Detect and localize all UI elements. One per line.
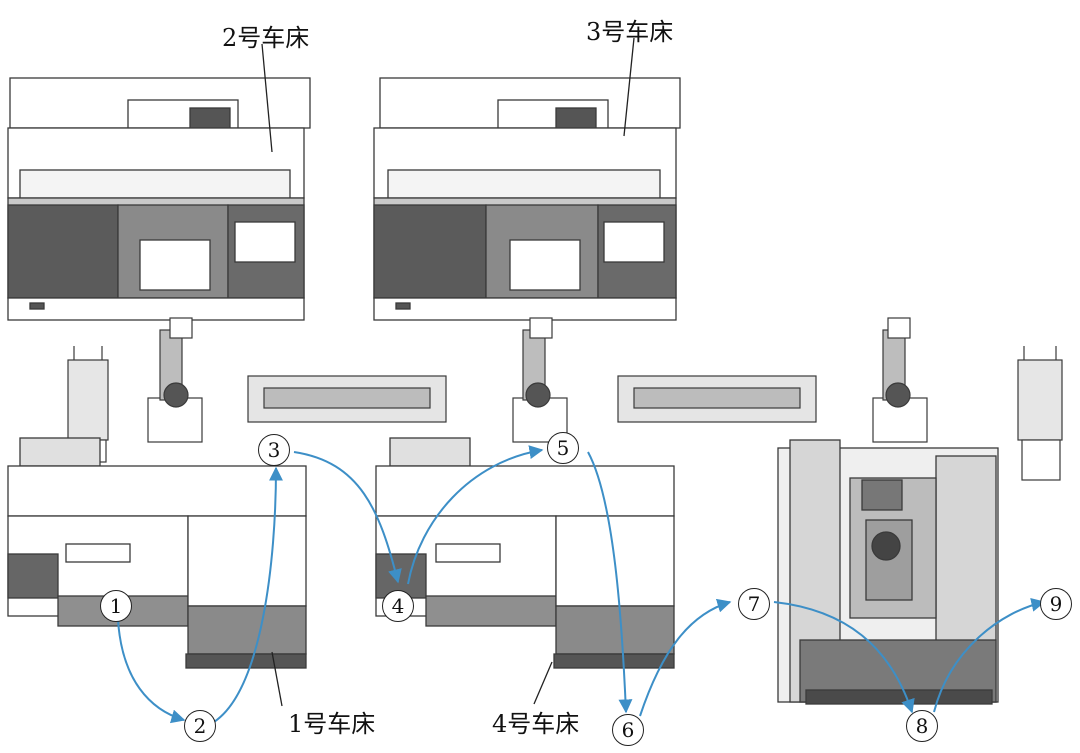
conveyor-1 [247,375,447,423]
lathe-4-label: 4号车床 [492,710,580,738]
transfer-path [117,445,1046,724]
station-node-4: 4 [382,590,414,622]
lathe-2-label: 2号车床 [222,24,310,52]
conveyor-2 [617,375,817,423]
lathe-4 [375,437,675,669]
robot-1 [147,317,203,443]
station-node-1: 1 [100,590,132,622]
station-node-7: 7 [738,588,770,620]
lathe-3 [373,77,681,321]
lathe-3-label: 3号车床 [586,18,674,46]
station-node-3: 3 [258,434,290,466]
label-leaders [261,37,635,707]
lathe-1-label: 1号车床 [288,710,376,738]
lathe-1 [7,437,307,669]
station-node-5: 5 [547,432,579,464]
machining-center [777,439,999,705]
rack-right [1017,346,1063,481]
station-node-8: 8 [906,710,938,742]
lathe-2 [7,77,311,321]
robot-2 [512,317,568,443]
station-node-9: 9 [1040,588,1072,620]
robot-3 [872,317,928,443]
station-node-6: 6 [612,714,644,746]
station-node-2: 2 [184,710,216,742]
